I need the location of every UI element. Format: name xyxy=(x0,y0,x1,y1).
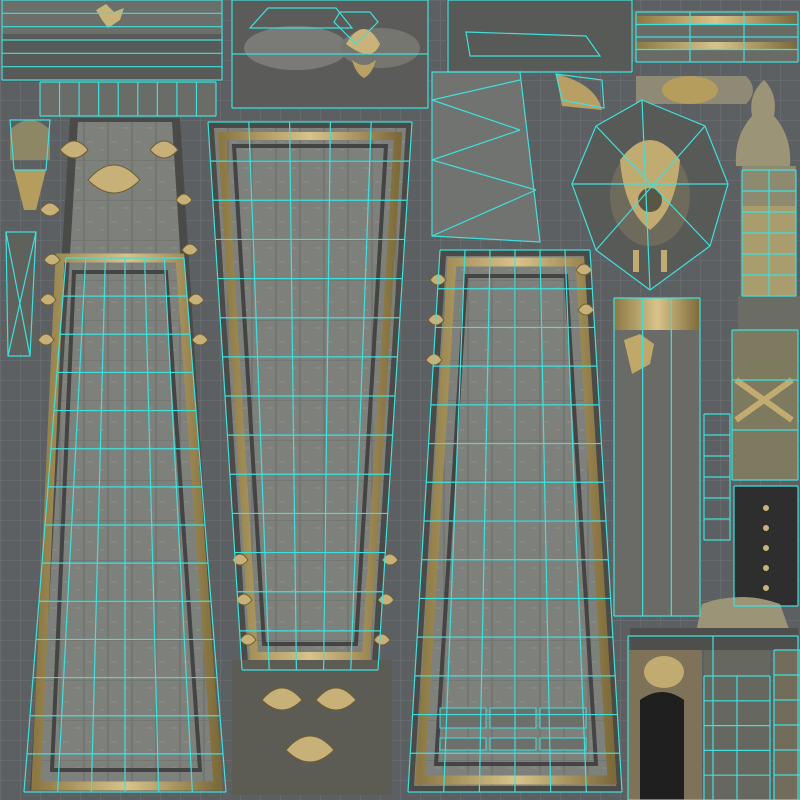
wire-panel-left-col xyxy=(90,257,106,793)
wire-wedge-zig xyxy=(431,129,521,161)
wire-panel-left-col xyxy=(163,257,193,793)
wire-wedge-zig xyxy=(431,99,521,131)
wire-gem xyxy=(333,11,379,45)
wire-bracket-corner xyxy=(555,73,605,109)
wire-panel-right-col xyxy=(589,249,623,793)
wire-panel-center-col xyxy=(323,121,331,671)
dark-ornament-panel xyxy=(734,486,798,606)
wire-panel-center-col xyxy=(248,121,270,671)
wire-panel-left-col xyxy=(23,257,67,793)
wire-cluster-zig xyxy=(5,231,31,357)
ornament-vine-left xyxy=(37,140,209,346)
wire-panel-right-col xyxy=(478,249,491,793)
wire-panel-center-col xyxy=(289,121,297,671)
wire-panel-center-col xyxy=(350,121,372,671)
wire-wedge xyxy=(431,71,541,243)
wire-cluster-zig xyxy=(7,231,37,357)
wire-panel-right-col xyxy=(564,249,587,793)
wire-panel-center-col xyxy=(207,121,243,671)
wire-relief-trap xyxy=(248,7,354,29)
wedge-strip xyxy=(432,72,540,242)
wire-cartouche-spoke xyxy=(595,125,706,251)
wire-cartouche-spoke xyxy=(641,99,651,291)
wire-wedge-zig xyxy=(431,79,521,101)
wire-panel-left-col xyxy=(144,257,160,793)
pilaster-strip xyxy=(614,298,798,616)
wire-panel-right-col xyxy=(407,249,441,793)
wire-panel-left-col xyxy=(57,257,87,793)
filler-rects-bottom xyxy=(439,707,587,751)
wire-panel-center-col xyxy=(377,121,413,671)
baluster-top-right xyxy=(636,76,753,104)
wire-panel-left-col xyxy=(183,257,227,793)
cartouche-ornament xyxy=(572,100,728,290)
wire-panel-right-col xyxy=(443,249,466,793)
wire-cluster-top xyxy=(9,119,51,171)
panel-center-tall xyxy=(208,122,412,795)
wire-panel-right-col xyxy=(539,249,552,793)
wire-bracket-inner xyxy=(465,31,602,57)
wire-wedge-zig xyxy=(431,189,537,237)
panel-left-tall xyxy=(30,118,223,791)
wire-wedge-zig xyxy=(431,159,537,191)
